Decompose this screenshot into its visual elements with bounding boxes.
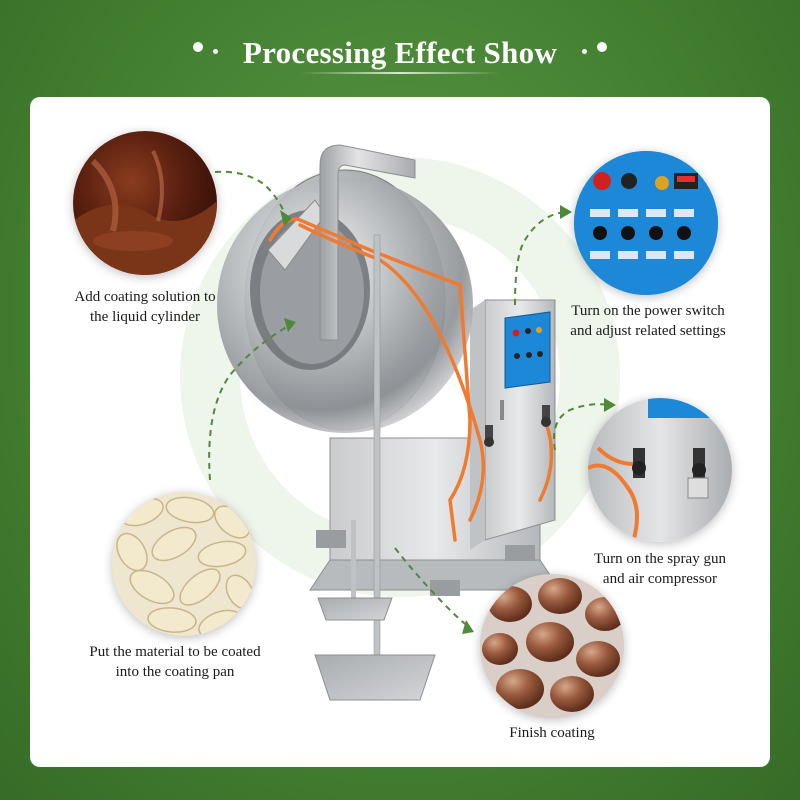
caption-step-4: Put the material to be coated into the c… — [65, 642, 285, 682]
caption-step-1-line1: Add coating solution to — [74, 289, 216, 305]
title-dot-right-small — [582, 49, 587, 54]
spray-gun-image — [588, 398, 732, 542]
spray-arm — [319, 144, 416, 341]
caption-step-1-line2: the liquid cylinder — [90, 309, 200, 325]
page-title: Processing Effect Show — [242, 35, 558, 70]
caption-step-5-line1: Finish coating — [509, 725, 595, 741]
peanuts-image — [112, 492, 256, 636]
caption-step-1: Add coating solution to the liquid cylin… — [50, 287, 240, 327]
caption-step-2: Turn on the power switch and adjust rela… — [548, 301, 748, 341]
title-dot-left-small — [213, 49, 218, 54]
caption-step-3-line2: and air compressor — [602, 571, 718, 587]
caption-step-3: Turn on the spray gun and air compressor — [565, 549, 755, 589]
caption-step-5: Finish coating — [482, 723, 622, 743]
arrow-spray — [553, 403, 611, 451]
arrowhead-material — [284, 318, 296, 332]
title-dot-left-large — [193, 42, 203, 52]
caption-step-2-line1: Turn on the power switch — [571, 303, 725, 319]
title-dot-right-large — [597, 42, 607, 52]
arrowhead-coating-solution — [280, 210, 292, 226]
arrowhead-spray — [604, 398, 616, 412]
coated-nuts-image — [480, 574, 624, 718]
arrow-power — [514, 211, 566, 306]
caption-step-4-line1: Put the material to be coated — [89, 644, 261, 660]
control-panel-image — [574, 151, 718, 295]
caption-step-2-line2: and adjust related settings — [570, 323, 726, 339]
caption-step-3-line1: Turn on the spray gun — [594, 551, 726, 567]
chocolate-liquid-image — [73, 131, 217, 275]
title-row: Processing Effect Show — [0, 28, 800, 78]
arrowhead-power — [560, 205, 572, 219]
title-underline — [300, 72, 500, 74]
arrow-finish — [394, 547, 471, 629]
arrow-material — [208, 324, 291, 481]
caption-step-4-line2: into the coating pan — [115, 664, 235, 680]
spray-stand — [314, 234, 436, 701]
arrow-coating-solution — [214, 170, 286, 216]
arrowhead-finish — [462, 620, 474, 634]
air-valves — [484, 405, 551, 447]
